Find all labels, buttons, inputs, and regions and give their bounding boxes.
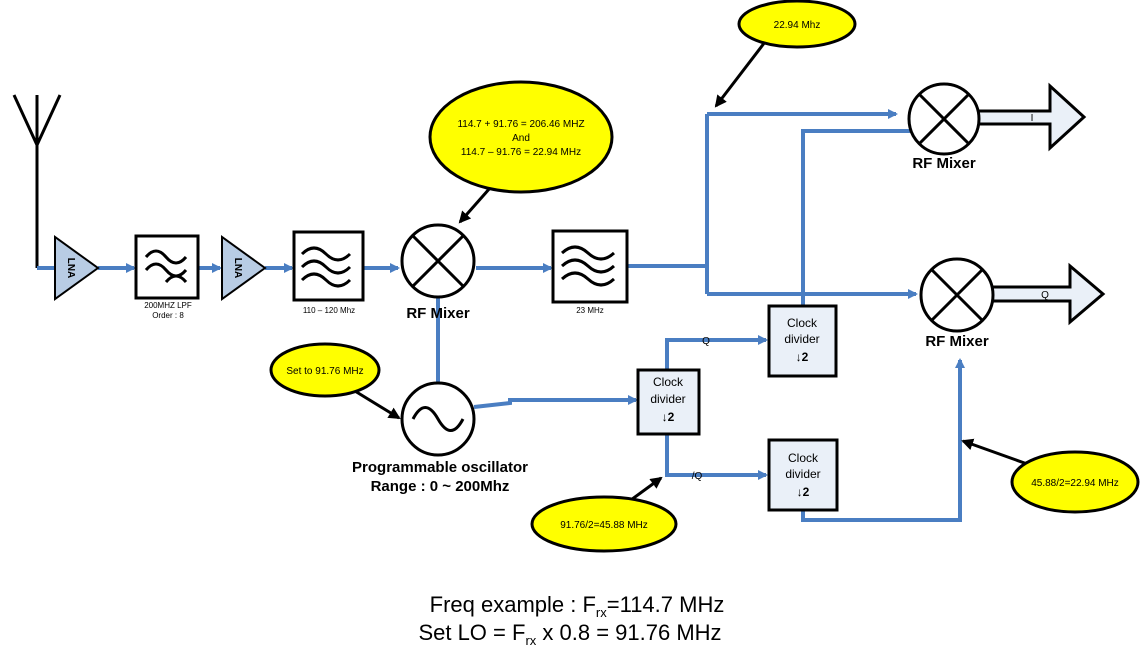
callout-half-lo: 91.76/2=45.88 MHz [530,476,678,553]
clock-divider-2-ratio: ↓2 [796,350,809,364]
clock-divider-1-ratio: ↓2 [662,410,675,424]
lna-1-label: LNA [65,258,76,279]
bpf2-label: 23 MHz [576,306,604,315]
clock-divider-3-line1: Clock [788,451,819,465]
lpf-label-line1: 200MHZ LPF [144,301,192,310]
callout-lo-setting: Set to 91.76 MHz [269,342,401,420]
lna-amplifier-1: LNA [54,235,100,301]
programmable-oscillator: Programmable oscillator Range : 0 ~ 200M… [352,381,528,495]
clock-divider-3-line2: divider [785,467,820,481]
clock-divider-1-line2: divider [650,392,685,406]
bpf1-label: 110 – 120 Mhz [303,306,355,315]
oscillator-label-line2: Range : 0 ~ 200Mhz [371,478,510,495]
rf-mixer-i: I RF Mixer [907,82,1087,172]
callout-mixer-products-line3: 114.7 – 91.76 = 22.94 MHz [461,147,581,158]
wire-osc-to-divider [473,395,638,409]
rf-mixer-q-label: RF Mixer [925,333,989,350]
callout-mixer-products-line1: 114.7 + 91.76 = 206.46 MHZ [457,119,584,130]
rf-mixer-q: Q RF Mixer [919,257,1106,350]
callout-mixer-products-line2: And [512,133,530,144]
wire-clk-to-mixer-i [801,129,910,305]
rf-mixer-main-label: RF Mixer [406,305,470,322]
footer-line2: Set LO = Frx x 0.8 = 91.76 MHz [418,620,721,648]
port-q-bar-label: /Q [692,471,703,482]
sine-wave-icon [411,406,465,432]
lna-amplifier-2: LNA [221,235,267,301]
callout-mixer-products: 114.7 + 91.76 = 206.46 MHZ And 114.7 – 9… [428,80,614,224]
band-pass-filter-2: 23 MHz [551,229,629,315]
signal-wires [37,109,965,522]
callout-if-frequency: 22.94 Mhz [714,0,857,108]
lna-2-label: LNA [232,258,243,279]
frequency-example-footer: Freq example : Frx=114.7 MHz Set LO = Fr… [418,592,724,648]
clock-divider-3-ratio: ↓2 [797,485,810,499]
wire-divider-q [665,335,768,372]
clock-divider-2: Clock divider ↓2 [767,304,838,378]
callout-quarter-lo: 45.88/2=22.94 MHz [961,438,1140,514]
antenna-icon [12,94,62,268]
clock-divider-2-line1: Clock [787,316,818,330]
footer-line1: Freq example : Frx=114.7 MHz [430,592,725,620]
output-q-label: Q [1041,290,1049,301]
clock-divider-2-line2: divider [784,332,819,346]
rf-mixer-i-label: RF Mixer [912,155,976,172]
output-i-label: I [1031,113,1034,124]
callout-half-lo-text: 91.76/2=45.88 MHz [560,520,648,531]
wire-clk-to-mixer-q [801,358,965,522]
callout-lo-setting-text: Set to 91.76 MHz [286,366,363,377]
clock-divider-1-line1: Clock [653,375,684,389]
low-pass-filter: 200MHZ LPF Order : 8 [134,234,200,320]
rf-mixer-main: RF Mixer [400,223,476,322]
callout-if-frequency-text: 22.94 Mhz [774,20,821,31]
wire-divider-qbar [665,435,768,480]
port-q-label: Q [702,336,710,347]
callout-quarter-lo-text: 45.88/2=22.94 MHz [1031,478,1119,489]
oscillator-label-line1: Programmable oscillator [352,459,528,476]
lpf-label-line2: Order : 8 [152,311,184,320]
band-pass-filter-1: 110 – 120 Mhz [292,230,365,315]
clock-divider-1: Clock divider ↓2 [636,368,701,436]
clock-divider-3: Clock divider ↓2 [767,438,839,512]
